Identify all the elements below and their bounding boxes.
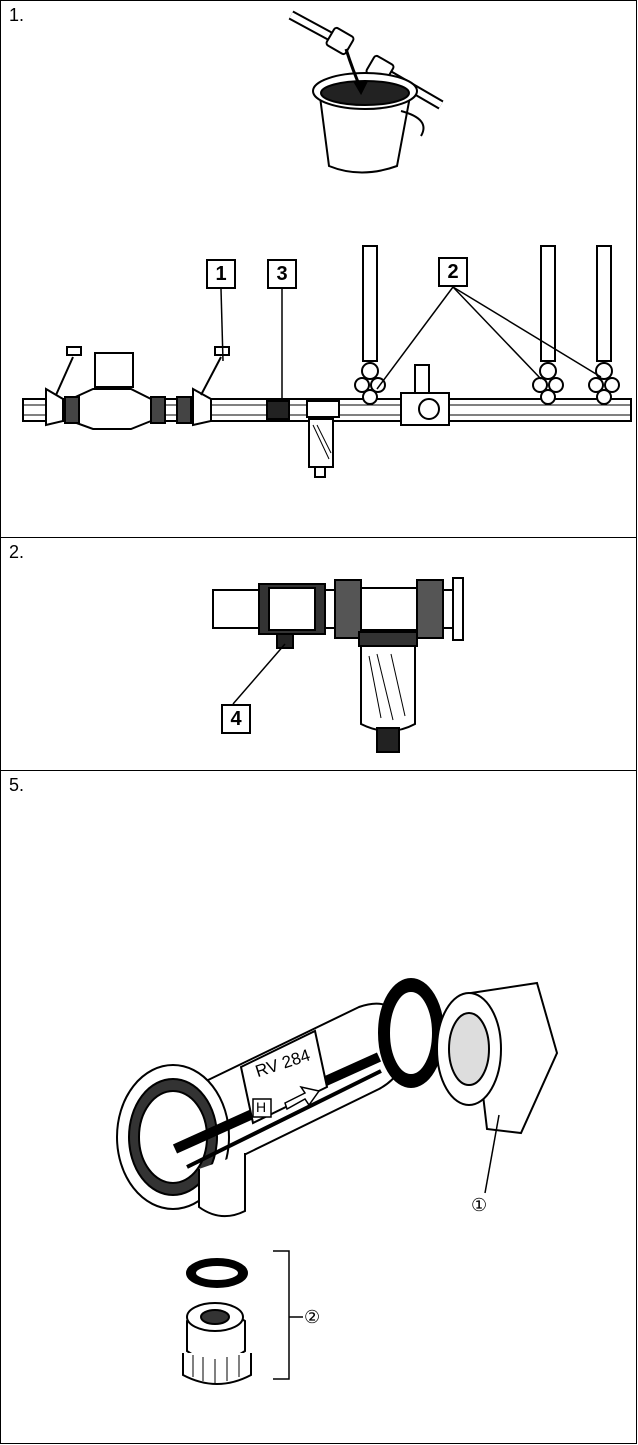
- step-number: 2.: [9, 542, 25, 562]
- step-number: 5.: [9, 775, 25, 795]
- callout-2: 2: [438, 257, 468, 287]
- callout-1: 1: [206, 259, 236, 289]
- part-label-2: ②: [304, 1307, 321, 1328]
- step-1-panel: 1.: [0, 0, 637, 538]
- step-1-illustration: [22, 10, 632, 478]
- drain-bucket-drawing: [288, 10, 444, 174]
- step-number: 1.: [9, 5, 25, 25]
- step-5-panel: 5.: [0, 770, 637, 1444]
- step-5-illustration: [116, 978, 559, 1385]
- filter-detail-drawing: [212, 577, 464, 753]
- step-2-panel: 2. 4: [0, 537, 637, 771]
- check-valve-drawing: [116, 978, 559, 1385]
- callout-4: 4: [221, 704, 251, 734]
- part-label-1: ①: [471, 1195, 488, 1216]
- step-2-illustration: [212, 577, 464, 753]
- pipeline-drawing: [22, 245, 632, 478]
- housing-mark: H: [256, 1099, 267, 1115]
- callout-3: 3: [267, 259, 297, 289]
